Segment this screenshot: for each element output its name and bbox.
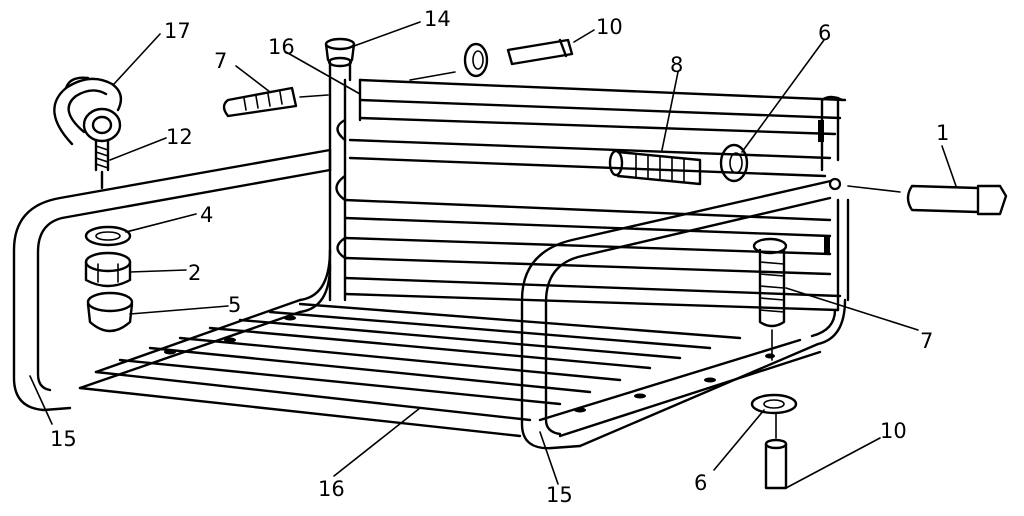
eye-bolt-part <box>82 107 122 190</box>
nut-part <box>84 251 132 288</box>
right-side-frame <box>520 178 837 450</box>
bolt-part-left <box>222 86 329 118</box>
callout-8: 8 <box>670 53 683 77</box>
pin-part-bottom <box>764 413 788 490</box>
washer-part-top <box>719 143 749 183</box>
callout-6-top: 6 <box>818 21 831 45</box>
callout-labels: 17 12 4 2 5 15 7 16 14 10 8 6 1 7 16 15 … <box>50 7 949 507</box>
callout-7-right: 7 <box>920 329 933 353</box>
hitch-pin-part <box>847 184 1008 216</box>
cap-nut-part <box>86 291 134 333</box>
callout-12: 12 <box>166 125 193 149</box>
callout-4: 4 <box>200 203 213 227</box>
callout-14: 14 <box>424 7 451 31</box>
callout-16-top: 16 <box>268 35 295 59</box>
basket-frame <box>12 78 850 450</box>
rear-panel <box>328 78 850 312</box>
floor-panel <box>78 302 822 438</box>
washer-part <box>84 225 132 247</box>
callout-16-bottom: 16 <box>318 477 345 501</box>
callout-5: 5 <box>228 293 241 317</box>
callout-10-bottom: 10 <box>880 419 907 443</box>
hook-part <box>53 76 123 146</box>
left-side-frame <box>12 148 332 412</box>
callout-6-bottom: 6 <box>694 471 707 495</box>
callout-2: 2 <box>188 261 201 285</box>
bolt-part-right <box>752 237 788 361</box>
callout-7-left: 7 <box>214 49 227 73</box>
bushing-part <box>324 37 356 82</box>
callout-1: 1 <box>936 121 949 145</box>
ring-part-top <box>463 42 489 78</box>
callout-10-top: 10 <box>596 15 623 39</box>
pin-part-top <box>506 38 574 66</box>
leader-lines <box>29 21 957 489</box>
callout-15-left: 15 <box>50 427 77 451</box>
callout-17: 17 <box>164 19 191 43</box>
washer-part-bottom <box>750 393 798 415</box>
long-bolt-part <box>608 149 702 186</box>
callout-15-right: 15 <box>546 483 573 507</box>
